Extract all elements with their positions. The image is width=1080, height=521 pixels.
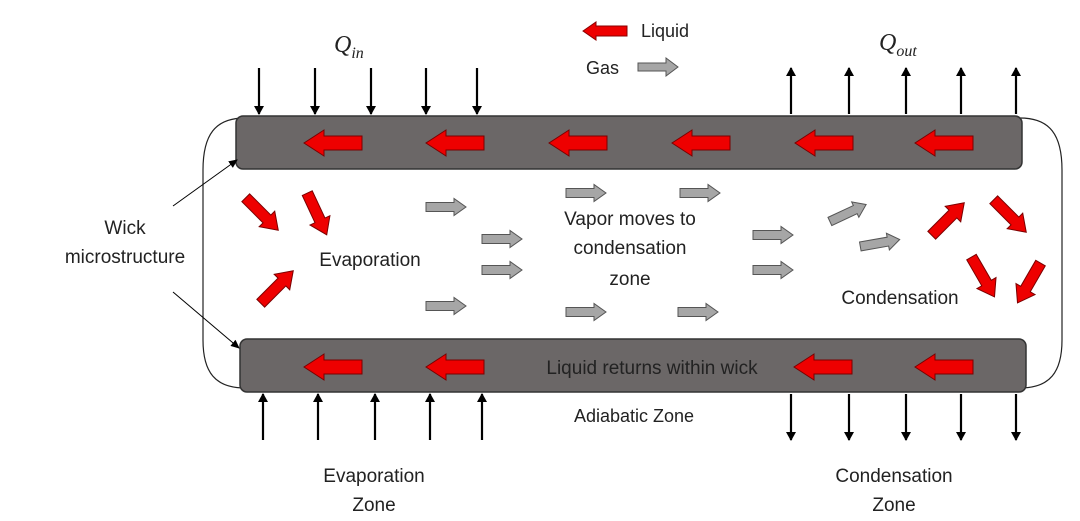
bottom-wick — [239, 338, 1027, 393]
bottom-wick-liquid-arrows — [303, 353, 974, 381]
gas-arrow-icon — [679, 183, 721, 203]
gas-arrow-icon — [565, 302, 607, 322]
legend-gas-label: Gas — [586, 58, 619, 78]
liquid-arrow-icon — [927, 202, 965, 240]
liquid-arrow-icon — [793, 353, 853, 381]
top-wick — [235, 115, 1023, 170]
liquid-arrow-icon — [914, 129, 974, 157]
liquid-arrow-icon — [301, 190, 331, 236]
liquid-arrow-icon — [256, 270, 294, 308]
top-wick-liquid-arrows — [303, 129, 974, 157]
gas-arrow-icon — [565, 183, 607, 203]
liquid-arrow-icon — [241, 193, 279, 231]
liquid-arrow-icon — [989, 195, 1027, 233]
liquid-returns-label: Liquid returns within wick — [546, 358, 758, 379]
liquid-arrow-icon — [425, 353, 485, 381]
phase-change-arrows — [241, 190, 1046, 308]
gas-arrow-icon — [752, 260, 794, 280]
wick-label-line2: microstructure — [65, 247, 185, 268]
vapor-label-line1: Vapor moves to — [564, 209, 696, 230]
condensation-zone-line2: Zone — [872, 495, 915, 516]
wick-pointer-top — [172, 159, 238, 207]
vapor-label-line2: condensation — [573, 238, 686, 259]
gas-arrow-icon — [481, 229, 523, 249]
evaporation-zone-line2: Zone — [352, 495, 395, 516]
gas-arrow-icon — [752, 225, 794, 245]
gas-arrow-icon — [677, 302, 719, 322]
legend-gas-icon — [637, 57, 679, 77]
gas-arrow-icon — [425, 197, 467, 217]
liquid-arrow-icon — [425, 129, 485, 157]
vapor-label-line3: zone — [609, 269, 650, 290]
gas-arrow-icon — [827, 201, 867, 227]
gas-arrow-icon — [858, 232, 901, 252]
legend-liquid-icon — [582, 21, 628, 41]
legend-liquid-label: Liquid — [641, 21, 689, 41]
liquid-arrow-icon — [1015, 259, 1046, 304]
liquid-arrow-icon — [914, 353, 974, 381]
q-out-label: Qout — [879, 30, 917, 60]
q-in-label: Qin — [334, 32, 364, 62]
wick-pointer-bottom — [172, 291, 240, 349]
adiabatic-zone-label: Adiabatic Zone — [574, 406, 694, 426]
gas-arrow-icon — [425, 296, 467, 316]
condensation-label: Condensation — [841, 288, 958, 309]
gas-arrow-icon — [481, 260, 523, 280]
evaporation-zone-line1: Evaporation — [323, 466, 424, 487]
liquid-arrow-icon — [548, 129, 608, 157]
liquid-arrow-icon — [303, 353, 363, 381]
liquid-arrow-icon — [671, 129, 731, 157]
heat-flux-arrows — [254, 67, 1021, 441]
liquid-arrow-icon — [303, 129, 363, 157]
liquid-arrow-icon — [966, 253, 997, 298]
wick-label-line1: Wick — [104, 218, 146, 239]
evaporation-label: Evaporation — [319, 250, 420, 271]
condensation-zone-line1: Condensation — [835, 466, 952, 487]
vapor-core-gas-arrows — [425, 183, 901, 322]
liquid-arrow-icon — [794, 129, 854, 157]
legend: Liquid Gas — [582, 21, 689, 78]
